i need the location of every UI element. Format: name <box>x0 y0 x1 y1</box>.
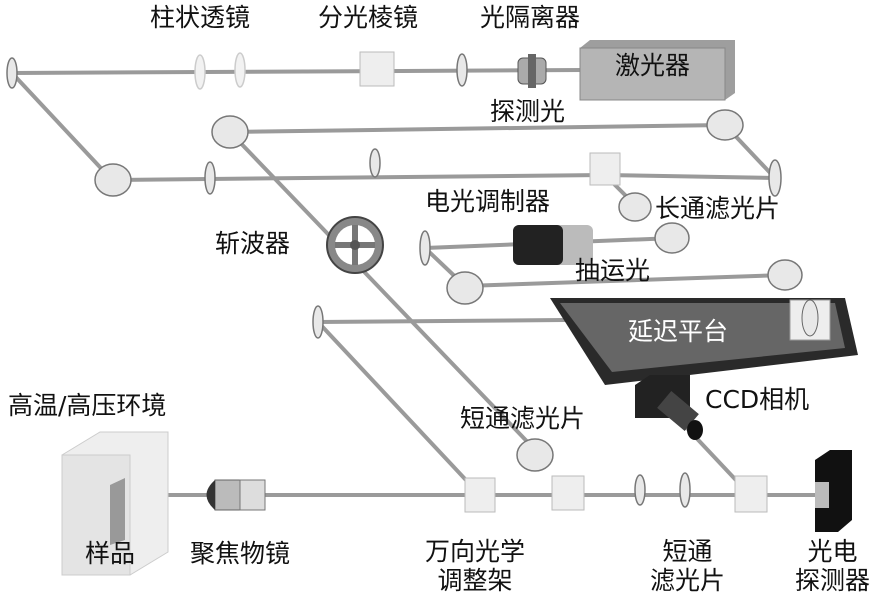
label-gimbal-mount: 万向光学调整架 <box>425 537 526 596</box>
beam-splitter-2 <box>589 152 621 186</box>
label-ccd-camera: CCD相机 <box>705 385 810 414</box>
pump-diag-beam <box>228 130 542 457</box>
label-cylindrical-lens: 柱状透镜 <box>150 3 251 32</box>
pump-beam-lower <box>464 273 786 288</box>
probe-beam <box>229 123 726 134</box>
beam-to-right-mirror <box>604 173 776 180</box>
beam-paths <box>10 68 830 497</box>
label-shortpass-filter: 短通滤光片 <box>650 537 726 596</box>
ccd-camera <box>635 375 703 440</box>
label-delay-stage: 延迟平台 <box>628 317 729 346</box>
eo-modulator <box>513 225 593 265</box>
laser-box <box>579 40 735 101</box>
label-focusing-objective: 聚焦物镜 <box>190 539 291 568</box>
label-photodetector-line1: 光电 <box>807 537 858 566</box>
delay-stage <box>550 298 858 385</box>
label-optical-isolator: 光隔离器 <box>480 3 581 32</box>
chopper <box>326 216 384 274</box>
label-gimbal-line1: 万向光学 <box>425 537 526 566</box>
sample-chamber <box>61 431 169 576</box>
label-sample: 样品 <box>85 539 136 568</box>
optical-isolator <box>517 54 547 88</box>
sample <box>110 478 125 545</box>
label-high-temp-pressure: 高温/高压环境 <box>8 391 167 420</box>
main-beam <box>11 68 586 75</box>
label-probe-light: 探测光 <box>490 97 566 126</box>
label-shortpass-line2: 滤光片 <box>650 565 726 595</box>
label-beam-splitter: 分光棱镜 <box>318 3 419 32</box>
label-laser: 激光器 <box>615 51 691 80</box>
label-photodetector: 光电探测器 <box>795 537 871 596</box>
photodetector <box>815 450 852 532</box>
focusing-objective <box>206 479 266 511</box>
label-gimbal-line2: 调整架 <box>437 565 513 595</box>
label-longpass-filter: 长通滤光片 <box>655 194 781 223</box>
label-photodetector-line2: 探测器 <box>795 565 871 595</box>
beam-splitter <box>359 51 395 87</box>
label-pump-light: 抽运光 <box>575 256 651 285</box>
beam-to-gimbal <box>316 320 482 497</box>
label-shortpass-line1: 短通 <box>662 537 713 566</box>
mirrors <box>6 52 803 508</box>
label-shortpass-filter-mid: 短通滤光片 <box>460 404 586 433</box>
label-eo-modulator: 电光调制器 <box>425 187 551 216</box>
beam-down-left <box>10 71 114 182</box>
beam-middle <box>111 173 606 182</box>
gimbal-mounts <box>464 475 768 513</box>
label-chopper: 斩波器 <box>215 229 291 258</box>
